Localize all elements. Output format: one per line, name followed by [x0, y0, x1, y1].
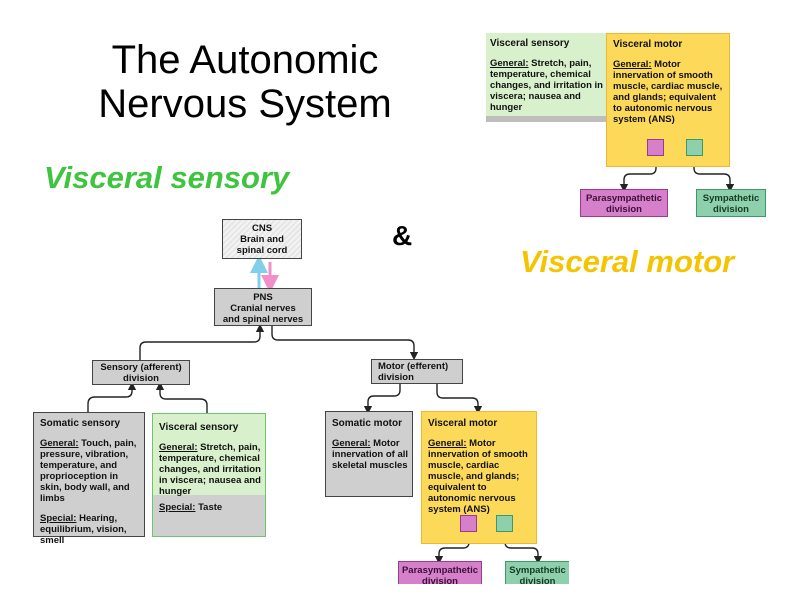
pns-box: PNS Cranial nerves and spinal nerves [214, 288, 312, 326]
parasympathetic-marker [460, 515, 477, 532]
somatic-sensory-special: Special: Hearing, equilibrium, vision, s… [40, 513, 140, 546]
inset-connector-sympathetic [693, 157, 735, 193]
inset-visceral-motor-general: General: Motor innervation of smooth mus… [613, 59, 725, 125]
pns-to-motor-connector [271, 325, 419, 361]
visceral-motor-general: General: Motor innervation of smooth mus… [428, 438, 532, 515]
somatic-sensory-connector [87, 381, 137, 412]
ampersand: & [392, 220, 413, 251]
bottom-crop-mask [396, 584, 576, 600]
title-line-2: Nervous System [98, 82, 392, 126]
visceral-motor-label: Visceral motor [520, 244, 735, 279]
cns-line3: spinal cord [236, 245, 288, 256]
cns-line2: Brain and [240, 234, 284, 245]
special-label: Special: [40, 513, 77, 524]
somatic-sensory-general: General: Touch, pain, pressure, vibratio… [40, 438, 140, 504]
sympathetic-line2: division [519, 576, 556, 587]
general-text: Motor innervation of smooth muscle, card… [428, 438, 528, 515]
motor-division-line1: Motor (efferent) [378, 361, 449, 372]
sensory-to-pns-connector [139, 323, 265, 360]
parasympathetic-line2: division [422, 576, 458, 587]
pns-line1: PNS [253, 292, 273, 303]
sensory-division-box: Sensory (afferent) division [92, 360, 190, 385]
inset-sympathetic-marker [686, 139, 703, 156]
motor-to-somatic-connector [363, 384, 401, 415]
special-text: Hearing, equilibrium, vision, smell [40, 513, 127, 546]
somatic-motor-heading: Somatic motor [332, 418, 403, 429]
general-label: General: [490, 58, 529, 69]
inset-sympathetic-line2: division [713, 204, 749, 215]
visceral-sensory-connector [155, 381, 208, 413]
cns-box: CNS Brain and spinal cord [222, 219, 302, 259]
general-label: General: [159, 442, 198, 453]
connector-parasympathetic [434, 532, 470, 565]
general-text: Stretch, pain, temperature, chemical cha… [159, 442, 261, 497]
inset-gray-strip [486, 116, 608, 122]
cns-line1: CNS [251, 223, 273, 234]
inset-visceral-sensory-general: General: Stretch, pain, temperature, che… [490, 58, 604, 113]
visceral-motor-box: Visceral motor General: Motor innervatio… [421, 411, 537, 544]
somatic-motor-general: General: Motor innervation of all skelet… [332, 438, 408, 471]
general-text: Stretch, pain, temperature, chemical cha… [490, 58, 603, 113]
inset-parasympathetic-box: Parasympathetic division [580, 189, 668, 217]
title-line-1: The Autonomic [111, 38, 379, 82]
inset-visceral-motor-heading: Visceral motor [613, 39, 683, 50]
visceral-sensory-heading: Visceral sensory [159, 422, 239, 433]
visceral-sensory-general: General: Stretch, pain, temperature, che… [159, 442, 261, 497]
sympathetic-box: Sympathetic division [505, 561, 569, 587]
somatic-motor-box: Somatic motor General: Motor innervation… [325, 411, 413, 497]
inset-parasympathetic-marker [647, 139, 664, 156]
pns-line2: Cranial nerves [230, 303, 296, 314]
inset-parasympathetic-line2: division [606, 204, 642, 215]
motor-division-box: Motor (efferent) division [371, 359, 463, 384]
visceral-sensory-box: Visceral sensory General: Stretch, pain,… [152, 413, 266, 537]
general-text: Motor innervation of smooth muscle, card… [613, 59, 723, 125]
inset-sympathetic-box: Sympathetic division [696, 189, 766, 217]
sensory-division-line2: division [123, 373, 159, 384]
inset-sympathetic-line1: Sympathetic [702, 193, 760, 204]
inset-connector-parasympathetic [619, 157, 657, 193]
slide-title: The Autonomic Nervous System [60, 38, 430, 126]
general-label: General: [332, 438, 371, 449]
inset-visceral-sensory-heading: Visceral sensory [490, 38, 570, 49]
general-text: Motor innervation of all skeletal muscle… [332, 438, 409, 471]
inset-visceral-sensory-box: Visceral sensory General: Stretch, pain,… [486, 33, 608, 120]
sympathetic-line1: Sympathetic [509, 565, 566, 576]
inset-parasympathetic-line1: Parasympathetic [585, 193, 663, 204]
general-label: General: [40, 438, 79, 449]
motor-to-visceral-connector [436, 384, 483, 415]
sympathetic-marker [496, 515, 513, 532]
special-text: Taste [195, 502, 223, 513]
motor-division-line2: division [378, 372, 414, 383]
somatic-sensory-heading: Somatic sensory [40, 418, 121, 429]
general-text: Touch, pain, pressure, vibration, temper… [40, 438, 137, 504]
general-label: General: [613, 59, 652, 70]
visceral-sensory-general-area: Visceral sensory General: Stretch, pain,… [153, 414, 265, 497]
sensory-division-line1: Sensory (afferent) [100, 362, 182, 373]
visceral-motor-heading: Visceral motor [428, 418, 498, 429]
general-label: General: [428, 438, 467, 449]
inset-visceral-motor-box: Visceral motor General: Motor innervatio… [606, 33, 730, 167]
visceral-sensory-label: Visceral sensory [44, 160, 290, 195]
visceral-sensory-special: Special: Taste [153, 495, 265, 513]
somatic-sensory-box: Somatic sensory General: Touch, pain, pr… [33, 412, 145, 546]
connector-sympathetic [504, 532, 543, 565]
special-label: Special: [159, 502, 196, 513]
parasympathetic-line1: Parasympathetic [401, 565, 479, 576]
pns-line3: and spinal nerves [222, 314, 304, 325]
